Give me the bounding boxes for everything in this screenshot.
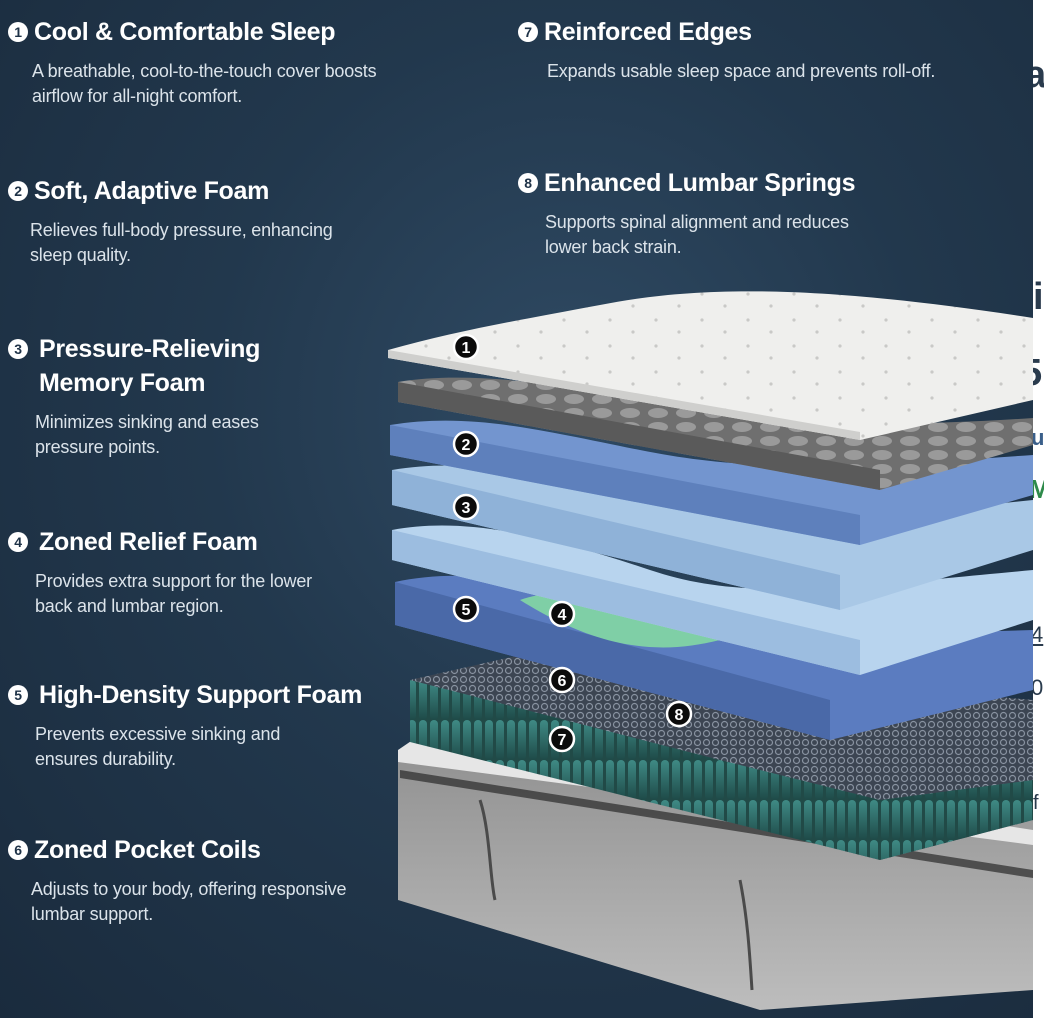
feature-desc-line: Minimizes sinking and eases — [35, 412, 259, 432]
feature-title: Soft, Adaptive Foam — [34, 177, 270, 205]
feature-desc-line: A breathable, cool-to-the-touch cover bo… — [32, 61, 377, 81]
edge-text-fragment: 0 — [1033, 675, 1044, 700]
feature-desc-line: lower back strain. — [545, 237, 682, 257]
feature-desc-line: Supports spinal alignment and reduces — [545, 212, 849, 232]
adaptive-foam-layer — [390, 420, 1033, 545]
edge-text-fragment: a — [1033, 54, 1044, 96]
feature-cool-comfortable-sleep: 1 Cool & Comfortable Sleep A breathable, … — [8, 15, 488, 109]
svg-text:2: 2 — [462, 437, 471, 454]
svg-text:6: 6 — [558, 673, 567, 690]
layer-badge-5: 5 — [452, 595, 480, 623]
feature-desc-line: Relieves full-body pressure, enhancing — [30, 220, 333, 240]
number-badge: 5 — [8, 685, 28, 705]
feature-soft-adaptive-foam: 2 Soft, Adaptive Foam Relieves full-body … — [8, 174, 468, 268]
feature-desc-line: Adjusts to your body, offering responsiv… — [31, 879, 347, 899]
layer-badge-2: 2 — [452, 430, 480, 458]
feature-desc-line: sleep quality. — [30, 245, 131, 265]
number-badge: 2 — [8, 181, 28, 201]
number-badge: 1 — [8, 22, 28, 42]
layer-badge-6: 6 — [548, 666, 576, 694]
feature-desc-line: pressure points. — [35, 437, 160, 457]
feature-title: Enhanced Lumbar Springs — [544, 169, 856, 197]
feature-desc-line: lumbar support. — [31, 904, 154, 924]
number-badge: 8 — [518, 173, 538, 193]
cool-cover-layer — [388, 291, 1033, 440]
feature-desc-line: Provides extra support for the lower — [35, 571, 312, 591]
edge-text-fragment: i — [1033, 276, 1044, 318]
edge-text-fragment: 5 — [1033, 352, 1042, 395]
number-badge: 4 — [8, 532, 28, 552]
feature-reinforced-edges: 7 Reinforced Edges Expands usable sleep s… — [518, 15, 1028, 84]
layer-badge-7: 7 — [548, 725, 576, 753]
feature-title: Cool & Comfortable Sleep — [34, 18, 336, 46]
underlying-page-edge: a i 5 u M 4 0 f — [1033, 0, 1044, 1018]
layer-badge-1: 1 — [452, 333, 480, 361]
feature-zoned-relief-foam: 4 Zoned Relief Foam Provides extra suppor… — [8, 525, 388, 619]
svg-text:4: 4 — [558, 607, 567, 624]
feature-desc-line: Prevents excessive sinking and — [35, 724, 281, 744]
feature-title: Pressure-Relieving — [39, 335, 261, 363]
svg-text:8: 8 — [675, 707, 684, 724]
feature-title: High-Density Support Foam — [39, 681, 363, 709]
layer-badge-3: 3 — [452, 493, 480, 521]
svg-text:3: 3 — [462, 500, 471, 517]
feature-desc-line: back and lumbar region. — [35, 596, 224, 616]
number-badge: 3 — [8, 339, 28, 359]
layer-badge-4: 4 — [548, 600, 576, 628]
feature-enhanced-lumbar-springs: 8 Enhanced Lumbar Springs Supports spinal… — [518, 166, 998, 260]
feature-title: Reinforced Edges — [544, 18, 752, 46]
feature-title: Memory Foam — [39, 369, 206, 397]
feature-zoned-pocket-coils: 6 Zoned Pocket Coils Adjusts to your body… — [8, 833, 428, 927]
feature-desc-line: ensures durability. — [35, 749, 176, 769]
feature-desc-line: Expands usable sleep space and prevents … — [547, 61, 936, 81]
svg-text:7: 7 — [558, 732, 567, 749]
number-badge: 6 — [8, 840, 28, 860]
edge-text-fragment: f — [1033, 792, 1039, 814]
svg-text:1: 1 — [462, 340, 471, 357]
svg-text:5: 5 — [462, 602, 471, 619]
feature-desc-line: airflow for all-night comfort. — [32, 86, 243, 106]
feature-title: Zoned Relief Foam — [39, 528, 258, 556]
feature-title: Zoned Pocket Coils — [34, 836, 261, 864]
gel-foam-layer — [398, 377, 1033, 490]
edge-text-fragment: u — [1033, 425, 1044, 450]
number-badge: 7 — [518, 22, 538, 42]
layer-badge-8: 8 — [665, 700, 693, 728]
edge-text-fragment: M — [1033, 474, 1044, 504]
memory-foam-layer-light — [392, 525, 1033, 675]
memory-foam-layer-mid — [392, 465, 1033, 610]
feature-high-density-support-foam: 5 High-Density Support Foam Prevents exce… — [8, 678, 408, 772]
edge-text-fragment: 4 — [1033, 622, 1044, 647]
